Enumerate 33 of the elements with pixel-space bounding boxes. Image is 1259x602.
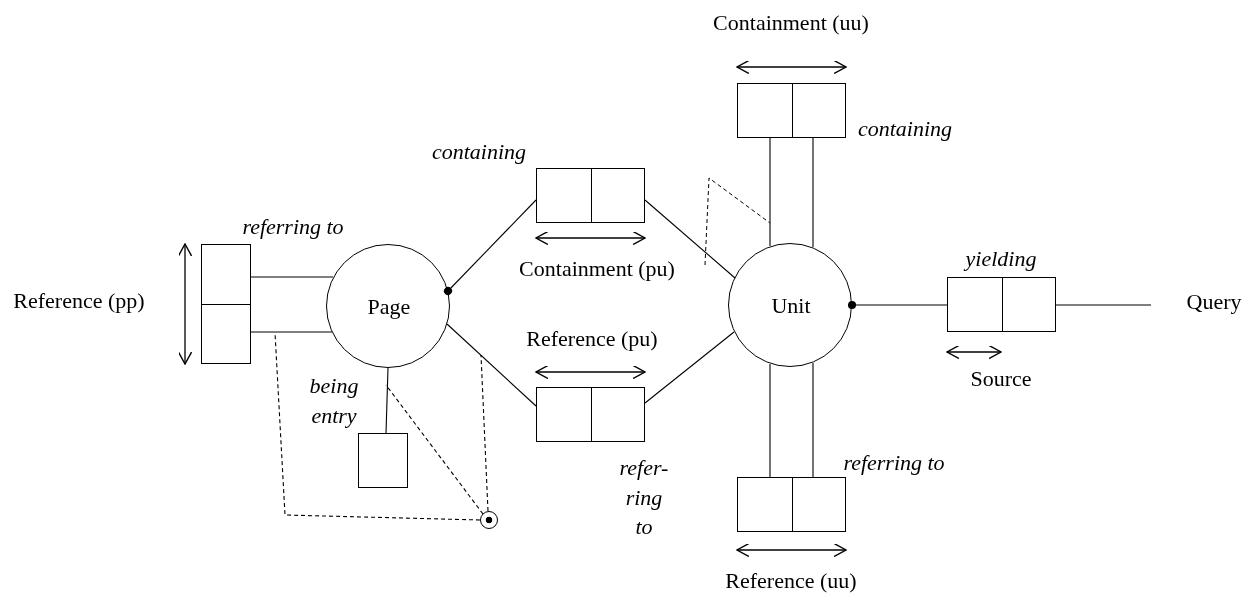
constraint-line — [274, 332, 481, 521]
role-connector — [385, 367, 389, 434]
role-connector — [443, 199, 537, 296]
constraint-line — [385, 384, 484, 515]
role-connector — [446, 323, 537, 407]
fact-type-name: Source — [970, 365, 1032, 394]
entity-name: Unit — [771, 292, 811, 321]
role-connector — [769, 137, 771, 247]
role-connector — [847, 300, 948, 310]
entity-name: Query — [1186, 288, 1242, 317]
fact-type-name: Reference (uu) — [725, 567, 857, 596]
role-connector — [1055, 304, 1152, 306]
role-reading: containing — [857, 115, 953, 144]
role-reading: refer- ring to — [619, 454, 669, 542]
role-reading: yielding — [965, 245, 1037, 274]
role-connector — [250, 331, 333, 333]
role-connector — [250, 276, 334, 278]
role-connector — [644, 199, 736, 279]
constraint-line — [480, 354, 489, 512]
role-connector — [812, 362, 814, 478]
fact-type-name: Containment (pu) — [519, 255, 675, 284]
role-reading: containing — [431, 138, 527, 167]
role-reading: referring to — [843, 449, 945, 478]
entity-name: Page — [367, 293, 411, 322]
role-reading: referring to — [242, 213, 344, 242]
role-connector — [644, 331, 735, 404]
role-connector — [812, 137, 814, 248]
fact-type-name: Containment (uu) — [713, 9, 869, 38]
constraint-circle — [480, 511, 498, 529]
role-connector — [769, 363, 771, 478]
role-reading: being entry — [309, 372, 359, 430]
fact-type-name: Reference (pu) — [526, 325, 658, 354]
fact-type-name: Reference (pp) — [13, 287, 145, 316]
